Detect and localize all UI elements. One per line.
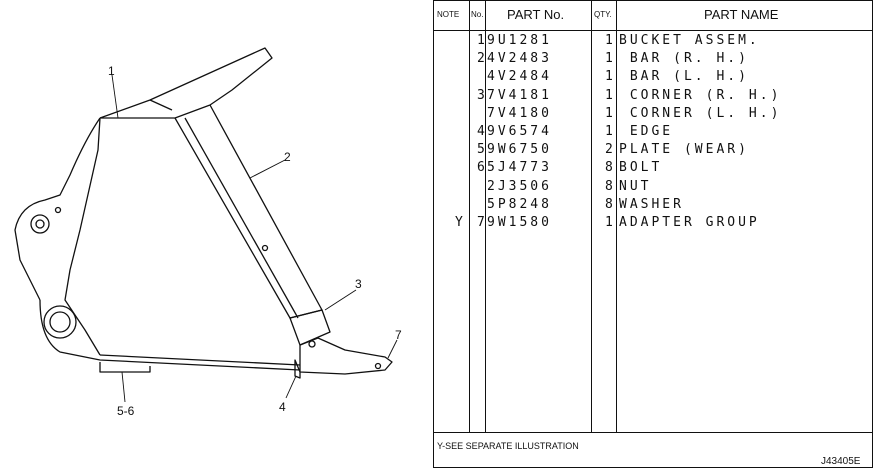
cell-part-no: 4V2483 xyxy=(487,51,552,67)
side-bar-outline xyxy=(174,104,323,319)
edge-outline xyxy=(294,359,301,379)
footnote: Y-SEE SEPARATE ILLUSTRATION xyxy=(437,441,579,451)
bucket-bottom-outline xyxy=(39,299,301,371)
cell-name: EDGE xyxy=(619,124,674,139)
cell-part-no: 9W1580 xyxy=(487,215,552,230)
table-row: 7V4180 1 CORNER (L. H.) xyxy=(433,106,873,124)
callout-7: 7 xyxy=(395,328,402,342)
cell-qty: 1 xyxy=(605,105,616,121)
wear-plate-outline xyxy=(99,362,151,373)
reference-code: J43405E xyxy=(821,456,861,467)
cell-name: WASHER xyxy=(619,196,684,212)
cell-no: 6 xyxy=(477,160,488,176)
table-row: 4V2484 1 BAR (L. H.) xyxy=(433,69,873,87)
cell-qty: 1 xyxy=(605,87,616,103)
bucket-illustration: 1 2 3 4 5-6 7 xyxy=(0,0,430,471)
callout-1: 1 xyxy=(108,64,115,78)
header-part-name: PART NAME xyxy=(704,7,779,22)
header-qty: QTY. xyxy=(594,10,612,19)
cell-name: PLATE (WEAR) xyxy=(619,142,749,158)
callout-4: 4 xyxy=(279,400,286,414)
cell-name: BOLT xyxy=(619,160,663,176)
cell-qty: 1 xyxy=(605,215,616,230)
cell-qty: 8 xyxy=(605,178,616,194)
cell-part-no: 5P8248 xyxy=(487,196,552,212)
cell-name: CORNER (R. H.) xyxy=(619,87,782,103)
cell-qty: 2 xyxy=(605,142,616,158)
cell-no: 2 xyxy=(477,51,488,67)
cell-qty: 1 xyxy=(605,33,616,48)
cell-qty: 1 xyxy=(605,124,616,139)
cell-no: 3 xyxy=(477,87,488,103)
cell-part-no: 7V4181 xyxy=(487,87,552,103)
side-plate-outline xyxy=(64,117,101,356)
callout-2: 2 xyxy=(284,150,291,164)
cell-name: CORNER (L. H.) xyxy=(619,105,782,121)
cell-part-no: 2J3506 xyxy=(487,178,552,194)
cell-part-no: 9U1281 xyxy=(487,33,552,48)
cell-no: 5 xyxy=(477,142,488,158)
cell-part-no: 4V2484 xyxy=(487,69,552,85)
corner-outline xyxy=(289,309,331,346)
cell-name: ADAPTER GROUP xyxy=(619,215,760,230)
cell-qty: 8 xyxy=(605,196,616,212)
cell-name: BAR (L. H.) xyxy=(619,69,749,85)
cell-part-no: 9W6750 xyxy=(487,142,552,158)
cell-qty: 1 xyxy=(605,69,616,85)
cell-part-no: 9V6574 xyxy=(487,124,552,139)
cell-name: BUCKET ASSEM. xyxy=(619,33,760,48)
callout-3: 3 xyxy=(355,277,362,291)
cell-no: 4 xyxy=(477,124,488,139)
cell-no: 1 xyxy=(477,33,488,48)
cell-part-no: 5J4773 xyxy=(487,160,552,176)
callout-5-6: 5-6 xyxy=(117,404,135,418)
bucket-back-outline xyxy=(14,117,101,301)
adapter-outline xyxy=(299,337,393,375)
header-no: No. xyxy=(471,10,484,19)
cell-no: 7 xyxy=(477,215,488,230)
cell-note: Y xyxy=(455,215,466,230)
cell-name: BAR (R. H.) xyxy=(619,51,749,67)
bucket-drawing xyxy=(14,47,398,403)
cell-part-no: 7V4180 xyxy=(487,105,552,121)
cell-name: NUT xyxy=(619,178,652,194)
cell-qty: 8 xyxy=(605,160,616,176)
cell-qty: 1 xyxy=(605,51,616,67)
header-part-no: PART No. xyxy=(507,7,565,22)
top-plate-outline xyxy=(99,47,273,119)
header-note: NOTE xyxy=(437,10,460,19)
